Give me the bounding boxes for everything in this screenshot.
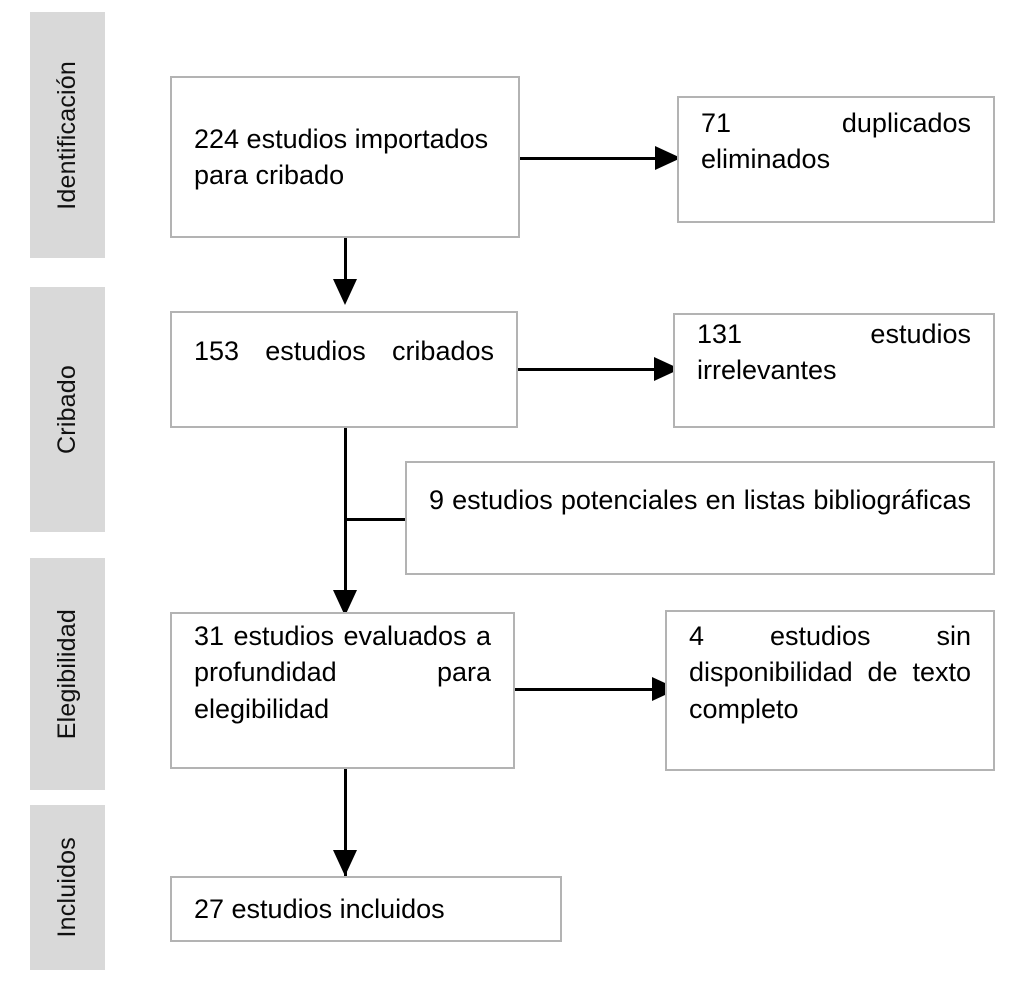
node-imported[interactable]: 224 estudios importados para cribado <box>170 76 520 238</box>
node-duplicates-removed-text: 71 duplicados eliminados <box>679 105 993 214</box>
edge-screened-to-assessed-line <box>344 428 347 618</box>
node-included[interactable]: 27 estudios incluidos <box>170 876 562 942</box>
node-reference-lists[interactable]: 9 estudios potenciales en listas bibliog… <box>405 461 995 575</box>
node-no-full-text-label: 4 estudios sin disponibilidad de texto c… <box>689 621 971 724</box>
node-irrelevant[interactable]: 131 estudios irrelevantes <box>673 313 995 428</box>
phase-label-incluidos: Incluidos <box>53 837 81 938</box>
node-assessed[interactable]: 31 estudios evaluados a profundidad para… <box>170 612 515 769</box>
node-duplicates-removed-label: 71 duplicados eliminados <box>701 108 971 175</box>
node-irrelevant-text: 131 estudios irrelevantes <box>675 316 993 425</box>
node-duplicates-removed[interactable]: 71 duplicados eliminados <box>677 96 995 223</box>
edge-reference-lists-to-stem-line <box>344 518 406 521</box>
edge-assessed-to-included-line <box>344 768 347 878</box>
node-screened[interactable]: 153 estudios cribados <box>170 311 518 428</box>
node-screened-text: 153 estudios cribados <box>172 333 516 405</box>
edge-imported-to-screened-arrowhead <box>333 279 357 305</box>
node-assessed-label: 31 estudios evaluados a profundidad para… <box>194 621 491 724</box>
phase-label-identificacion: Identificación <box>53 60 81 210</box>
edge-screened-to-irrelevant-line <box>516 368 663 371</box>
edge-assessed-to-included-arrowhead <box>333 850 357 876</box>
node-irrelevant-label: 131 estudios irrelevantes <box>697 319 971 386</box>
phase-band-incluidos: Incluidos <box>30 805 105 970</box>
node-imported-text: 224 estudios importados para cribado <box>194 123 489 190</box>
node-reference-lists-label: 9 estudios potenciales en listas bibliog… <box>429 484 971 515</box>
node-no-full-text[interactable]: 4 estudios sin disponibilidad de texto c… <box>665 610 995 771</box>
node-screened-label: 153 estudios cribados <box>194 336 494 367</box>
edge-imported-to-duplicates-arrowhead <box>655 146 681 170</box>
edge-imported-to-duplicates-line <box>519 157 664 160</box>
node-included-text: 27 estudios incluidos <box>194 893 445 924</box>
phase-label-cribado: Cribado <box>53 365 81 454</box>
edge-imported-to-screened-line <box>344 236 347 298</box>
edge-screened-to-assessed-arrowhead <box>333 590 357 616</box>
node-reference-lists-text: 9 estudios potenciales en listas bibliog… <box>407 482 993 554</box>
node-no-full-text-text: 4 estudios sin disponibilidad de texto c… <box>667 618 993 763</box>
phase-band-identificacion: Identificación <box>30 12 105 258</box>
phase-label-elegibilidad: Elegibilidad <box>53 608 81 740</box>
phase-band-elegibilidad: Elegibilidad <box>30 558 105 790</box>
node-assessed-text: 31 estudios evaluados a profundidad para… <box>172 618 513 763</box>
phase-band-cribado: Cribado <box>30 287 105 532</box>
edge-assessed-to-no-full-text-line <box>514 688 662 691</box>
